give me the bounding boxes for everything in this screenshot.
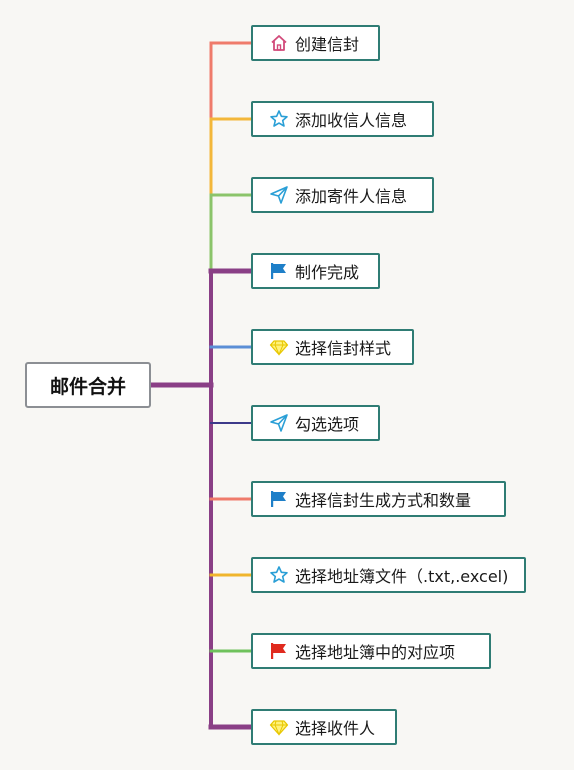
root-topic-mail-merge[interactable]: 邮件合并 bbox=[25, 362, 151, 408]
topic-label: 添加寄件人信息 bbox=[295, 187, 408, 206]
send-icon bbox=[269, 185, 289, 205]
home-icon bbox=[269, 33, 289, 53]
root-topic-label: 邮件合并 bbox=[49, 375, 126, 398]
diamond-icon bbox=[269, 337, 289, 357]
send-icon bbox=[269, 413, 289, 433]
topic-node[interactable]: 选择信封生成方式和数量 bbox=[251, 481, 506, 517]
topic-node[interactable]: 添加收信人信息 bbox=[251, 101, 434, 137]
topic-label: 勾选选项 bbox=[295, 415, 360, 434]
topic-label: 选择地址簿中的对应项 bbox=[295, 643, 456, 662]
topic-node[interactable]: 制作完成 bbox=[251, 253, 380, 289]
star-icon bbox=[269, 565, 289, 585]
topic-node[interactable]: 创建信封 bbox=[251, 25, 380, 61]
diamond-icon bbox=[269, 717, 289, 737]
topic-label: 添加收信人信息 bbox=[295, 111, 408, 130]
topic-label: 选择收件人 bbox=[295, 719, 376, 738]
topic-node[interactable]: 添加寄件人信息 bbox=[251, 177, 434, 213]
topic-label: 选择地址簿文件（.txt,.excel) bbox=[295, 567, 509, 586]
topic-node[interactable]: 选择地址簿文件（.txt,.excel) bbox=[251, 557, 526, 593]
flag-blue-icon bbox=[269, 261, 289, 281]
flag-red-icon bbox=[269, 641, 289, 661]
topic-node[interactable]: 选择信封样式 bbox=[251, 329, 414, 365]
star-icon bbox=[269, 109, 289, 129]
topic-node[interactable]: 选择地址簿中的对应项 bbox=[251, 633, 491, 669]
flag-blue-icon bbox=[269, 489, 289, 509]
topic-label: 创建信封 bbox=[295, 35, 360, 54]
topic-label: 制作完成 bbox=[295, 263, 360, 282]
topic-label: 选择信封生成方式和数量 bbox=[295, 491, 472, 510]
topic-node[interactable]: 选择收件人 bbox=[251, 709, 397, 745]
topic-node[interactable]: 勾选选项 bbox=[251, 405, 380, 441]
topic-label: 选择信封样式 bbox=[295, 339, 392, 358]
